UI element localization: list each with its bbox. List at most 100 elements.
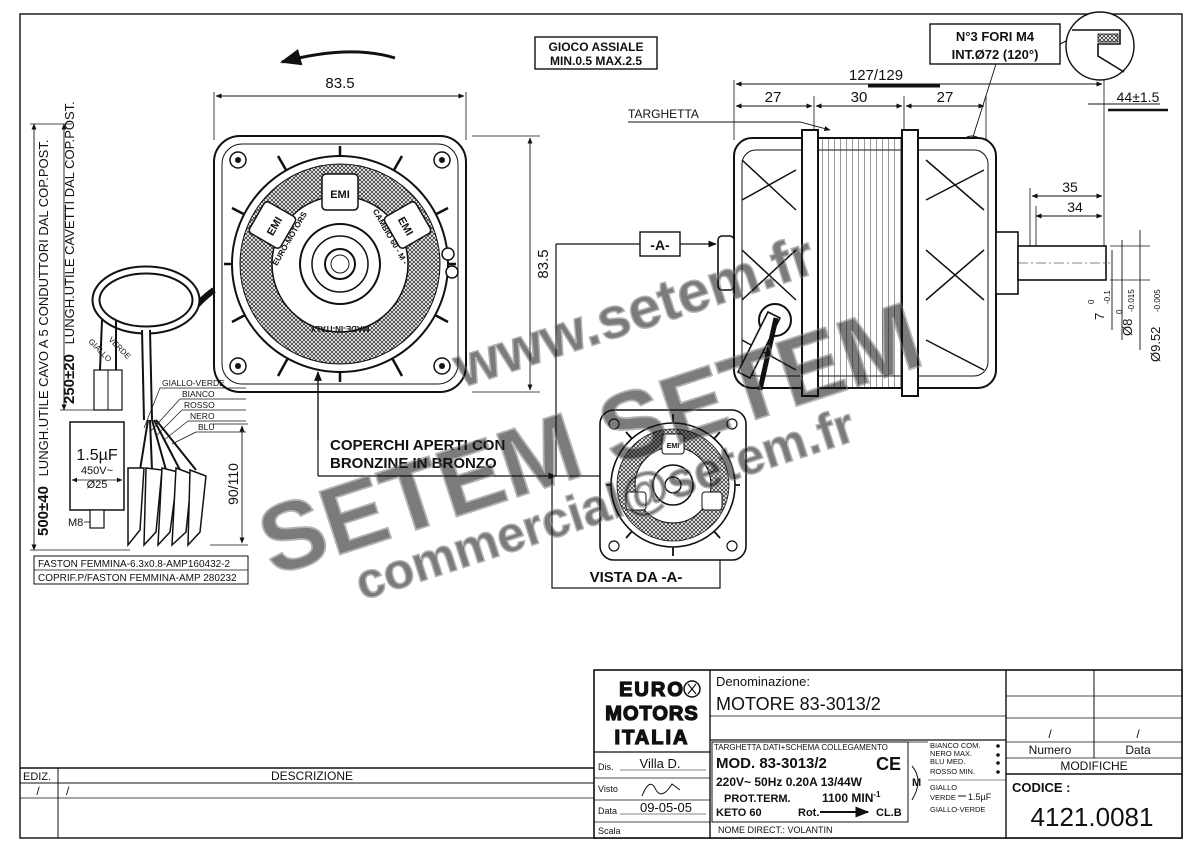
dim-shaft-out: 44±1.5 <box>1117 89 1160 105</box>
targhetta-header: TARGHETTA DATI+SCHEMA COLLEGAMENTO <box>714 743 888 752</box>
visto-label: Visto <box>598 784 618 794</box>
dim-cable-500: 500±40 LUNGH.UTILE CAVO A 5 CONDUTTORI D… <box>35 140 52 536</box>
svg-text:COPERCHI APERTI CON: COPERCHI APERTI CON <box>330 437 505 454</box>
wiring: GIALLO VERDE 1.5µF 450V~ Ø25 M8 <box>30 101 249 585</box>
svg-text:/: / <box>66 784 70 798</box>
dim-dia8-up: 0 <box>1115 309 1124 314</box>
targhetta-rot: Rot. <box>798 807 819 819</box>
wire-map-gv: GIALLO-VERDE <box>930 805 985 814</box>
emi-plaque: EMI <box>321 173 359 211</box>
front-view: 83.5 83.5 <box>183 49 552 440</box>
rev-descrizione: DESCRIZIONE <box>271 769 353 783</box>
faston-note: COPRIF.P/FASTON FEMMINA-AMP 280232 <box>38 573 237 584</box>
svg-text:EURO: EURO <box>619 679 685 701</box>
col-data: Data <box>1125 743 1151 757</box>
wire-label: BIANCO <box>182 389 215 399</box>
targhetta-clb: CL.B <box>876 807 902 819</box>
title-block: EURO MOTORS ITALIA Dis. Villa D. Visto D… <box>593 669 1183 839</box>
dim-seg: 27 <box>765 89 782 106</box>
denominazione: MOTORE 83-3013/2 <box>716 694 881 714</box>
targhetta-m: M <box>912 777 921 789</box>
emi-plaque: EMI <box>248 201 297 249</box>
note-gioco: GIOCO ASSIALE MIN.0.5 MAX.2.5 <box>534 36 658 70</box>
modifiche-label: MODIFICHE <box>1060 759 1127 773</box>
faston-note: FASTON FEMMINA-6.3x0.8-AMP160432-2 <box>38 559 231 570</box>
wire-label: BLU <box>198 422 215 432</box>
svg-text:/: / <box>36 784 40 798</box>
thread-m8: M8 <box>68 517 83 529</box>
scala-label: Scala <box>598 826 621 836</box>
svg-text:INT.Ø72 (120°): INT.Ø72 (120°) <box>952 47 1039 62</box>
dim-height-front: 83.5 <box>535 249 552 278</box>
wire-label: ROSSO <box>184 400 215 410</box>
svg-text:EMI: EMI <box>330 189 350 201</box>
svg-text:Ø25: Ø25 <box>87 479 108 491</box>
targhetta-rpm: 1100 MIN-1 <box>822 790 881 805</box>
rev-ediz: EDIZ. <box>23 771 51 783</box>
targhetta-specs: 220V~ 50Hz 0.20A 13/44W <box>716 775 863 789</box>
dim-total-length: 127/129 <box>849 67 903 84</box>
codice-value: 4121.0081 <box>1031 802 1154 832</box>
dim-dia952: Ø9.52 <box>1148 327 1163 362</box>
col-numero: Numero <box>1029 743 1072 757</box>
wire-label: GIALLO-VERDE <box>162 378 225 388</box>
wire-map-gv: VERDE <box>930 793 956 802</box>
denominazione-label: Denominazione: <box>716 674 810 689</box>
note-fori: N°3 FORI M4 INT.Ø72 (120°) <box>929 11 1135 161</box>
svg-text:BRONZINE IN BRONZO: BRONZINE IN BRONZO <box>330 455 497 472</box>
wire-map-gv: GIALLO <box>930 783 957 792</box>
capacitor <box>69 421 125 511</box>
emi-plaque: EMI <box>383 201 432 249</box>
side-view: 127/129 27 30 27 44±1.5 TARGHETTA <box>555 67 1168 476</box>
svg-text:/: / <box>1136 727 1140 741</box>
wire-map: ROSSO MIN. <box>930 767 975 776</box>
rotation-arrow <box>279 49 396 66</box>
svg-text:MOTORS: MOTORS <box>605 703 698 725</box>
svg-text:MIN.0.5 MAX.2.5: MIN.0.5 MAX.2.5 <box>550 54 642 68</box>
revision-table: EDIZ. DESCRIZIONE / / <box>20 767 594 838</box>
ce-mark: CE <box>876 754 901 774</box>
dim-tol-7-up: 0 <box>1087 299 1096 304</box>
wire-map: BIANCO COM. <box>930 741 980 750</box>
dim-dia952-low: -0.005 <box>1153 289 1162 312</box>
targhetta-mod: MOD. 83-3013/2 <box>716 755 827 772</box>
dim-shaft-34: 34 <box>1067 199 1083 215</box>
svg-text:N°3 FORI M4: N°3 FORI M4 <box>956 29 1035 44</box>
svg-text:EMI: EMI <box>667 443 680 450</box>
targhetta-prot: PROT.TERM. <box>724 793 791 805</box>
wire-map: BLU MED. <box>930 757 965 766</box>
svg-text:ITALIA: ITALIA <box>615 727 690 749</box>
targhetta-keto: KETO 60 <box>716 807 762 819</box>
wire-map: NERO MAX. <box>930 749 972 758</box>
dim-width-front: 83.5 <box>325 75 354 92</box>
stator-laminations <box>813 137 905 389</box>
data-value: 09-05-05 <box>640 800 692 815</box>
dis-label: Dis. <box>598 762 614 772</box>
made-in-text: MADE-IN-ITALY <box>310 324 369 333</box>
company-logo: EURO MOTORS ITALIA <box>605 678 701 750</box>
label-targhetta: TARGHETTA <box>628 107 699 121</box>
label-arrow-a: -A- <box>650 237 670 253</box>
vista-da-a: EMI VISTA DA -A- <box>551 409 747 589</box>
data-label: Data <box>598 806 617 816</box>
dim-tol-7-low: -0.1 <box>1103 290 1112 304</box>
codice-label: CODICE : <box>1012 780 1071 795</box>
dim-seg: 30 <box>851 89 868 106</box>
nome-direct: NOME DIRECT.: VOLANTIN <box>718 825 833 835</box>
label-vista: VISTA DA -A- <box>590 569 683 586</box>
dim-dia8: Ø8 <box>1120 319 1135 336</box>
svg-text:450V~: 450V~ <box>81 465 113 477</box>
dim-dia8-low: -0.015 <box>1127 289 1136 312</box>
note-coperchi: COPERCHI APERTI CON BRONZINE IN BRONZO <box>317 437 557 480</box>
svg-text:/: / <box>1048 727 1052 741</box>
dim-tol-7: 7 <box>1092 313 1107 320</box>
svg-text:1.5µF: 1.5µF <box>76 447 117 464</box>
signature <box>641 783 681 797</box>
svg-text:GIOCO ASSIALE: GIOCO ASSIALE <box>549 40 644 54</box>
wire-map-cap: 1.5µF <box>968 792 992 802</box>
dis-value: Villa D. <box>640 756 681 771</box>
wire-label: NERO <box>190 411 215 421</box>
dim-90-110: 90/110 <box>225 463 241 505</box>
dim-shaft-35: 35 <box>1062 179 1078 195</box>
